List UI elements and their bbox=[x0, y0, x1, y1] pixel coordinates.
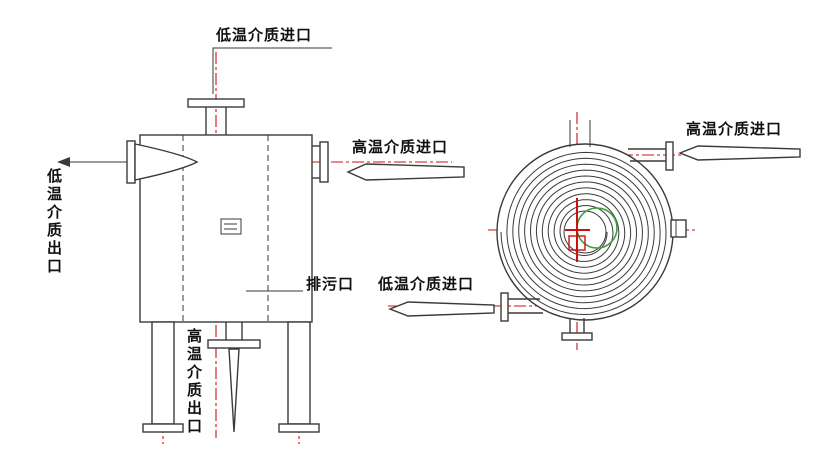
top-nozzle bbox=[187, 47, 332, 135]
leader-arrow-left-icon bbox=[57, 157, 70, 167]
label-front-low-temp-inlet: 低温介质进口 bbox=[216, 26, 313, 44]
label-top-high-temp-inlet: 高温介质进口 bbox=[686, 120, 783, 138]
top-right-nozzle bbox=[628, 141, 674, 171]
label-front-high-temp-outlet: 高温介质出口 bbox=[185, 328, 203, 436]
label-front-drain-port: 排污口 bbox=[306, 275, 355, 293]
right-fitting bbox=[670, 219, 687, 238]
nameplate bbox=[220, 218, 242, 235]
front-view bbox=[57, 47, 465, 444]
drain-nozzle bbox=[207, 290, 303, 433]
support-legs bbox=[142, 321, 320, 433]
right-nozzle bbox=[312, 141, 329, 183]
leader-line-top bbox=[212, 47, 332, 94]
top-view bbox=[388, 112, 801, 350]
bottom-left-nozzle bbox=[500, 292, 543, 322]
spiral-coil bbox=[500, 151, 667, 316]
label-top-low-temp-inlet: 低温介质进口 bbox=[378, 275, 475, 293]
flow-arrow-top-high-temp-inlet-icon bbox=[678, 145, 801, 161]
flow-arrow-top-low-temp-inlet-icon bbox=[388, 301, 495, 317]
spiral-shell bbox=[496, 143, 674, 321]
top-stub bbox=[569, 120, 591, 147]
flow-arrow-front-high-temp-inlet-icon bbox=[346, 163, 465, 181]
label-front-high-temp-inlet: 高温介质进口 bbox=[352, 138, 449, 156]
red-center-core bbox=[565, 198, 590, 262]
drain-spike bbox=[228, 348, 240, 433]
label-front-low-temp-outlet: 低温介质出口 bbox=[45, 168, 63, 276]
bottom-stub bbox=[561, 318, 593, 341]
left-nozzle-cone bbox=[57, 140, 199, 184]
